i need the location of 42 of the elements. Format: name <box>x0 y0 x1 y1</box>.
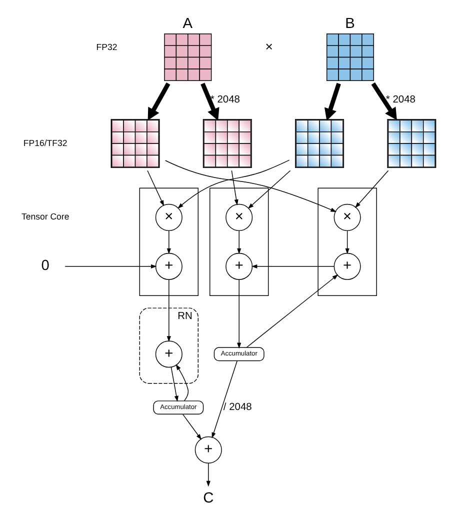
arrow <box>164 160 336 212</box>
arrow <box>177 159 290 208</box>
arrow <box>146 170 164 206</box>
node-circle: + <box>154 252 182 280</box>
arrow <box>200 82 219 120</box>
arrow <box>344 230 349 254</box>
arrow <box>236 230 241 254</box>
label: FP16/TF32 <box>22 137 67 148</box>
arrow <box>182 413 202 440</box>
node-label: A <box>182 16 192 32</box>
arrow <box>246 274 338 348</box>
arrow <box>206 462 210 486</box>
node-circle: + <box>333 252 360 280</box>
arrow <box>166 278 170 342</box>
arrow <box>247 170 290 208</box>
arrow <box>250 264 334 268</box>
node-circle: + <box>194 436 222 463</box>
arrow <box>211 360 238 438</box>
arrow <box>230 170 238 205</box>
arrow <box>147 82 170 120</box>
node-text: 0 <box>40 258 49 274</box>
node-text: C <box>202 490 214 506</box>
label: × <box>264 38 272 54</box>
arrow <box>175 364 188 401</box>
arrow <box>166 230 170 254</box>
cluster <box>317 187 376 296</box>
arrow <box>64 264 156 268</box>
node-circle: × <box>333 203 360 230</box>
node-circle: + <box>225 252 252 280</box>
label: Tensor Core <box>20 211 69 222</box>
arrow <box>236 278 241 348</box>
arrow <box>370 82 396 120</box>
arrow <box>324 82 340 120</box>
cluster <box>208 187 268 296</box>
label: FP32 <box>96 42 117 52</box>
edge-label: / 2048 <box>222 402 252 413</box>
edge-label: * 2048 <box>385 94 415 106</box>
cluster <box>138 187 198 296</box>
node-circle: + <box>154 340 182 368</box>
arrow <box>354 170 388 208</box>
node-label: B <box>344 16 354 32</box>
arrow <box>170 366 178 402</box>
